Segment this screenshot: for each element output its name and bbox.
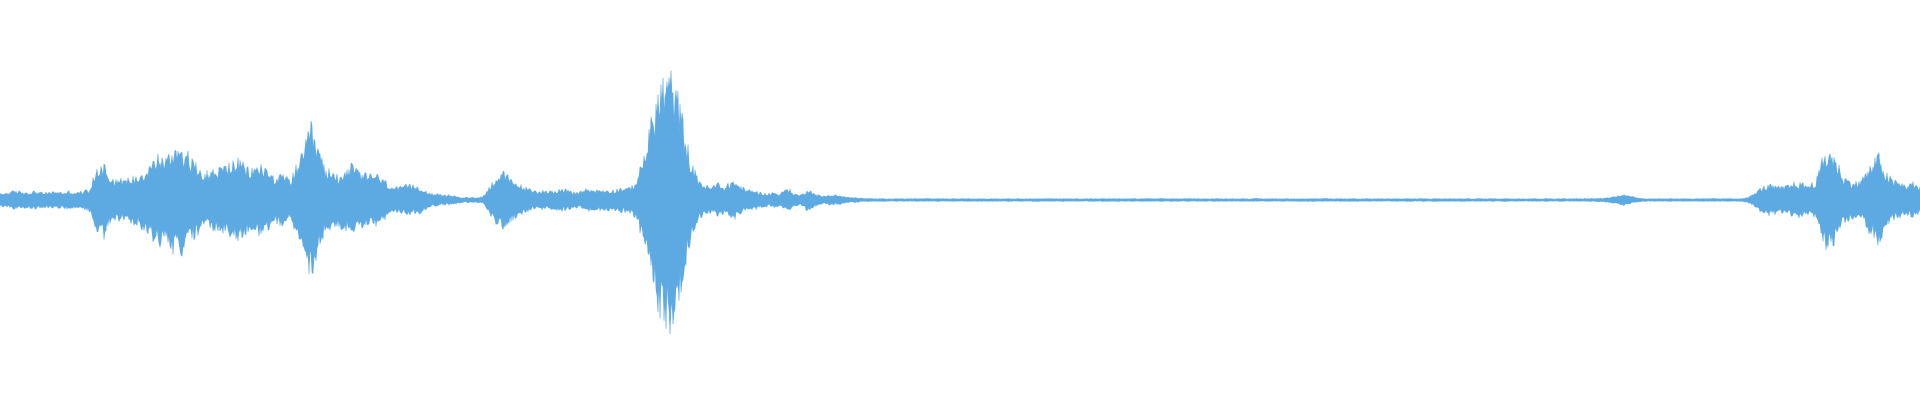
waveform-shape [0, 70, 1920, 335]
